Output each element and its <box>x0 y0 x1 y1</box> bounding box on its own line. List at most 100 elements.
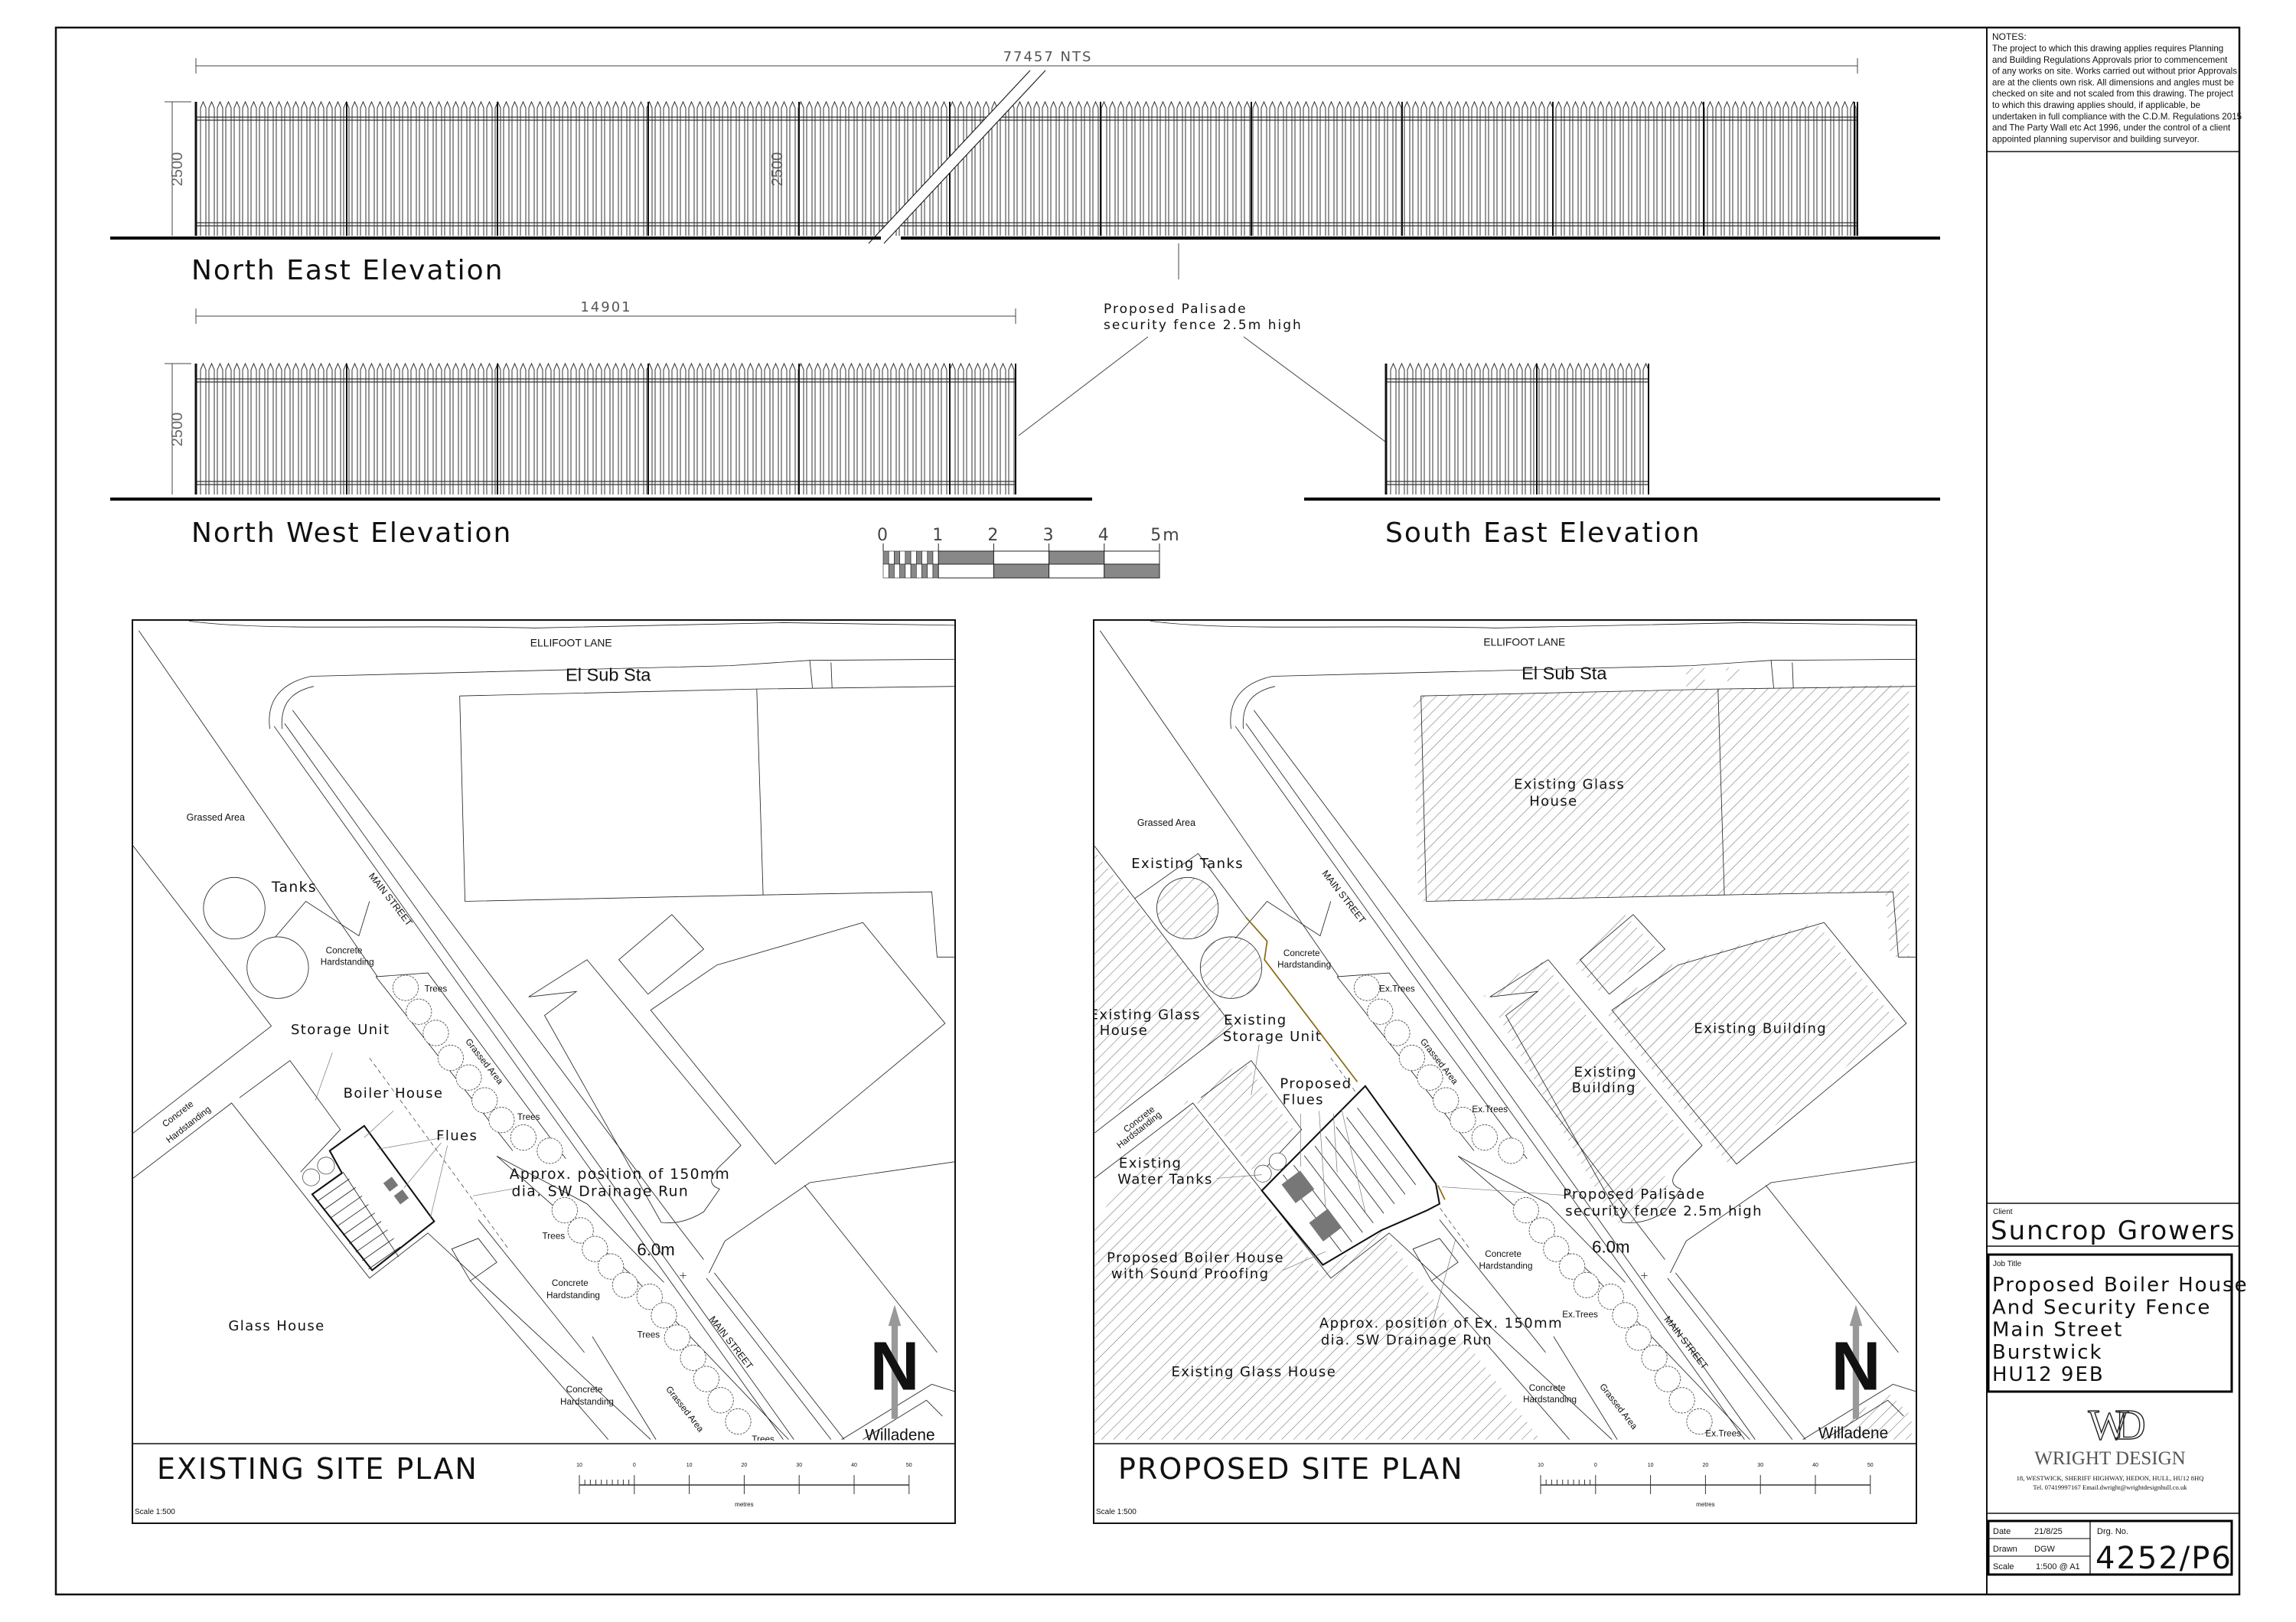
scale-unit: metres <box>735 1501 753 1508</box>
leader-line <box>403 1142 442 1189</box>
plan-label: Hardstanding <box>1277 960 1331 970</box>
tree-icon <box>582 1235 608 1262</box>
date-value: 21/8/25 <box>2034 1527 2063 1536</box>
plan-label: Water Tanks <box>1117 1171 1213 1187</box>
site-linework <box>714 1272 845 1440</box>
site-linework <box>292 710 704 1260</box>
drawing-info-box <box>1987 1519 2233 1576</box>
tree-icon <box>1367 998 1394 1025</box>
tank <box>1199 936 1263 999</box>
leader-line <box>377 1137 444 1150</box>
notes-heading: NOTES: <box>1992 31 2027 42</box>
tree-icon <box>471 1087 498 1114</box>
hatched-existing-structure <box>1572 914 1658 994</box>
site-linework <box>1234 726 1745 1440</box>
hatched-existing-structure <box>1603 922 1899 1164</box>
tree-icon <box>536 1137 563 1164</box>
leader-line <box>1341 1108 1366 1212</box>
flue <box>383 1177 399 1192</box>
plan-label: Flues <box>1283 1092 1324 1108</box>
tree-icon <box>612 1271 638 1298</box>
tree-icon <box>1543 1235 1570 1262</box>
site-linework <box>1234 900 1332 939</box>
level-marker <box>680 1272 687 1279</box>
site-linework <box>1242 686 1276 729</box>
plan-label: Proposed Boiler House <box>1107 1250 1284 1266</box>
site-linework <box>1230 658 1916 729</box>
proposed-boiler-house <box>1261 1085 1441 1266</box>
tree-icon <box>598 1253 625 1280</box>
site-linework <box>528 959 742 1223</box>
nw-height-dimension: 2500 <box>169 413 186 447</box>
plan-label: El Sub Sta <box>1521 664 1607 684</box>
scale-segment <box>899 550 906 565</box>
fence-pales <box>200 100 1857 236</box>
drawing-number-label: Drg. No. <box>2097 1527 2128 1536</box>
tree-icon <box>488 1107 515 1134</box>
tank <box>203 876 266 940</box>
nw-length-dimension: 14901 <box>580 299 631 315</box>
plan-scale-text: Scale 1:500 <box>1096 1508 1137 1516</box>
scale-segment <box>905 563 912 579</box>
plan-label: Concrete <box>1283 948 1320 958</box>
leader-line <box>1319 1111 1326 1207</box>
scale-segment <box>888 563 895 579</box>
date-label: Date <box>1993 1527 2011 1536</box>
site-linework <box>273 726 784 1440</box>
tree-icon <box>1612 1302 1639 1329</box>
scale-segment <box>910 550 917 565</box>
tree-icon <box>1528 1217 1555 1244</box>
site-linework <box>809 660 813 688</box>
plan-frame <box>132 619 956 1524</box>
site-linework <box>592 1336 657 1440</box>
tree-icon <box>707 1387 734 1414</box>
scale-segment <box>938 563 994 579</box>
site-linework <box>841 1384 955 1440</box>
site-linework <box>470 1281 609 1440</box>
north-east-fence <box>194 100 1858 236</box>
site-linework <box>1670 1161 1916 1274</box>
plan-label: Willadene <box>865 1426 934 1444</box>
site-linework <box>189 620 955 628</box>
water-tank <box>302 1168 321 1186</box>
break-line-gap <box>869 70 1045 243</box>
plan-label: Grassed Area <box>664 1385 706 1434</box>
site-linework <box>138 630 378 977</box>
tree-icon <box>1498 1137 1525 1164</box>
tree-icon <box>437 1044 464 1072</box>
site-linework <box>1457 1155 1626 1283</box>
plan-label: Existing <box>1119 1156 1182 1172</box>
north-west-fence <box>194 362 1016 494</box>
job-title-box <box>1987 1253 2233 1393</box>
plan-title: PROPOSED SITE PLAN <box>1118 1452 1464 1486</box>
notes-line: are at the clients own risk. All dimensi… <box>1992 77 2234 87</box>
scale-unit: metres <box>1696 1501 1714 1508</box>
hatched-existing-structure <box>1192 1060 1294 1173</box>
site-linework <box>1094 1102 1613 1440</box>
scale-segment <box>1049 550 1105 565</box>
plan-label: Existing Tanks <box>1131 856 1244 872</box>
site-linework <box>863 1399 943 1440</box>
scale-label: 1 <box>932 526 944 545</box>
site-linework <box>239 1059 341 1173</box>
tree-icon <box>392 974 419 1001</box>
notes-line: to which this drawing applies should, if… <box>1992 100 2200 110</box>
plan-label: MAIN STREET <box>1662 1314 1711 1372</box>
site-linework <box>1717 689 1725 896</box>
tank <box>246 936 309 999</box>
site-linework <box>1431 1281 1570 1440</box>
scale-label: Scale <box>1993 1562 2014 1571</box>
se-elevation-title: South East Elevation <box>1385 517 1701 549</box>
site-linework <box>1420 696 1916 958</box>
site-linework <box>132 844 272 1026</box>
plan-label: Concrete <box>552 1278 589 1288</box>
leader-line <box>430 1145 448 1218</box>
scale-segment <box>894 550 900 565</box>
boiler-house <box>311 1124 435 1271</box>
title-block: Client Suncrop Growers Job Title Propose… <box>1987 1203 2247 1576</box>
site-linework <box>376 972 566 1160</box>
leader-line <box>364 1111 394 1138</box>
scale-tick-label: 10 <box>576 1463 582 1468</box>
